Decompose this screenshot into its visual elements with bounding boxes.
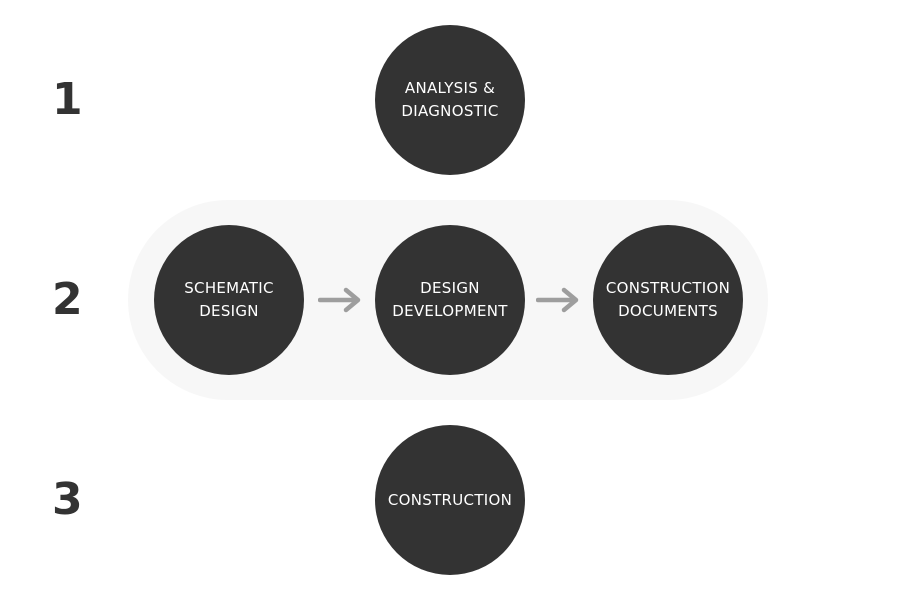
construction-documents-node: CONSTRUCTION DOCUMENTS: [593, 225, 743, 375]
arrow-right-icon: [536, 287, 579, 313]
schematic-design-node: SCHEMATIC DESIGN: [154, 225, 304, 375]
schematic-design-label: SCHEMATIC DESIGN: [184, 279, 274, 320]
arrow-right-icon: [318, 287, 361, 313]
construction-documents-label: CONSTRUCTION DOCUMENTS: [605, 279, 731, 320]
analysis-diagnostic-label: ANALYSIS & DIAGNOSTIC: [401, 79, 499, 120]
design-development-label: DESIGN DEVELOPMENT: [392, 279, 508, 320]
step-number-2: 2: [52, 274, 83, 325]
construction-label: CONSTRUCTION: [387, 490, 513, 509]
step-number-1: 1: [52, 74, 83, 125]
design-development-node: DESIGN DEVELOPMENT: [375, 225, 525, 375]
analysis-diagnostic-node: ANALYSIS & DIAGNOSTIC: [375, 25, 525, 175]
construction-node: CONSTRUCTION: [375, 425, 525, 575]
step-number-3: 3: [52, 474, 83, 525]
